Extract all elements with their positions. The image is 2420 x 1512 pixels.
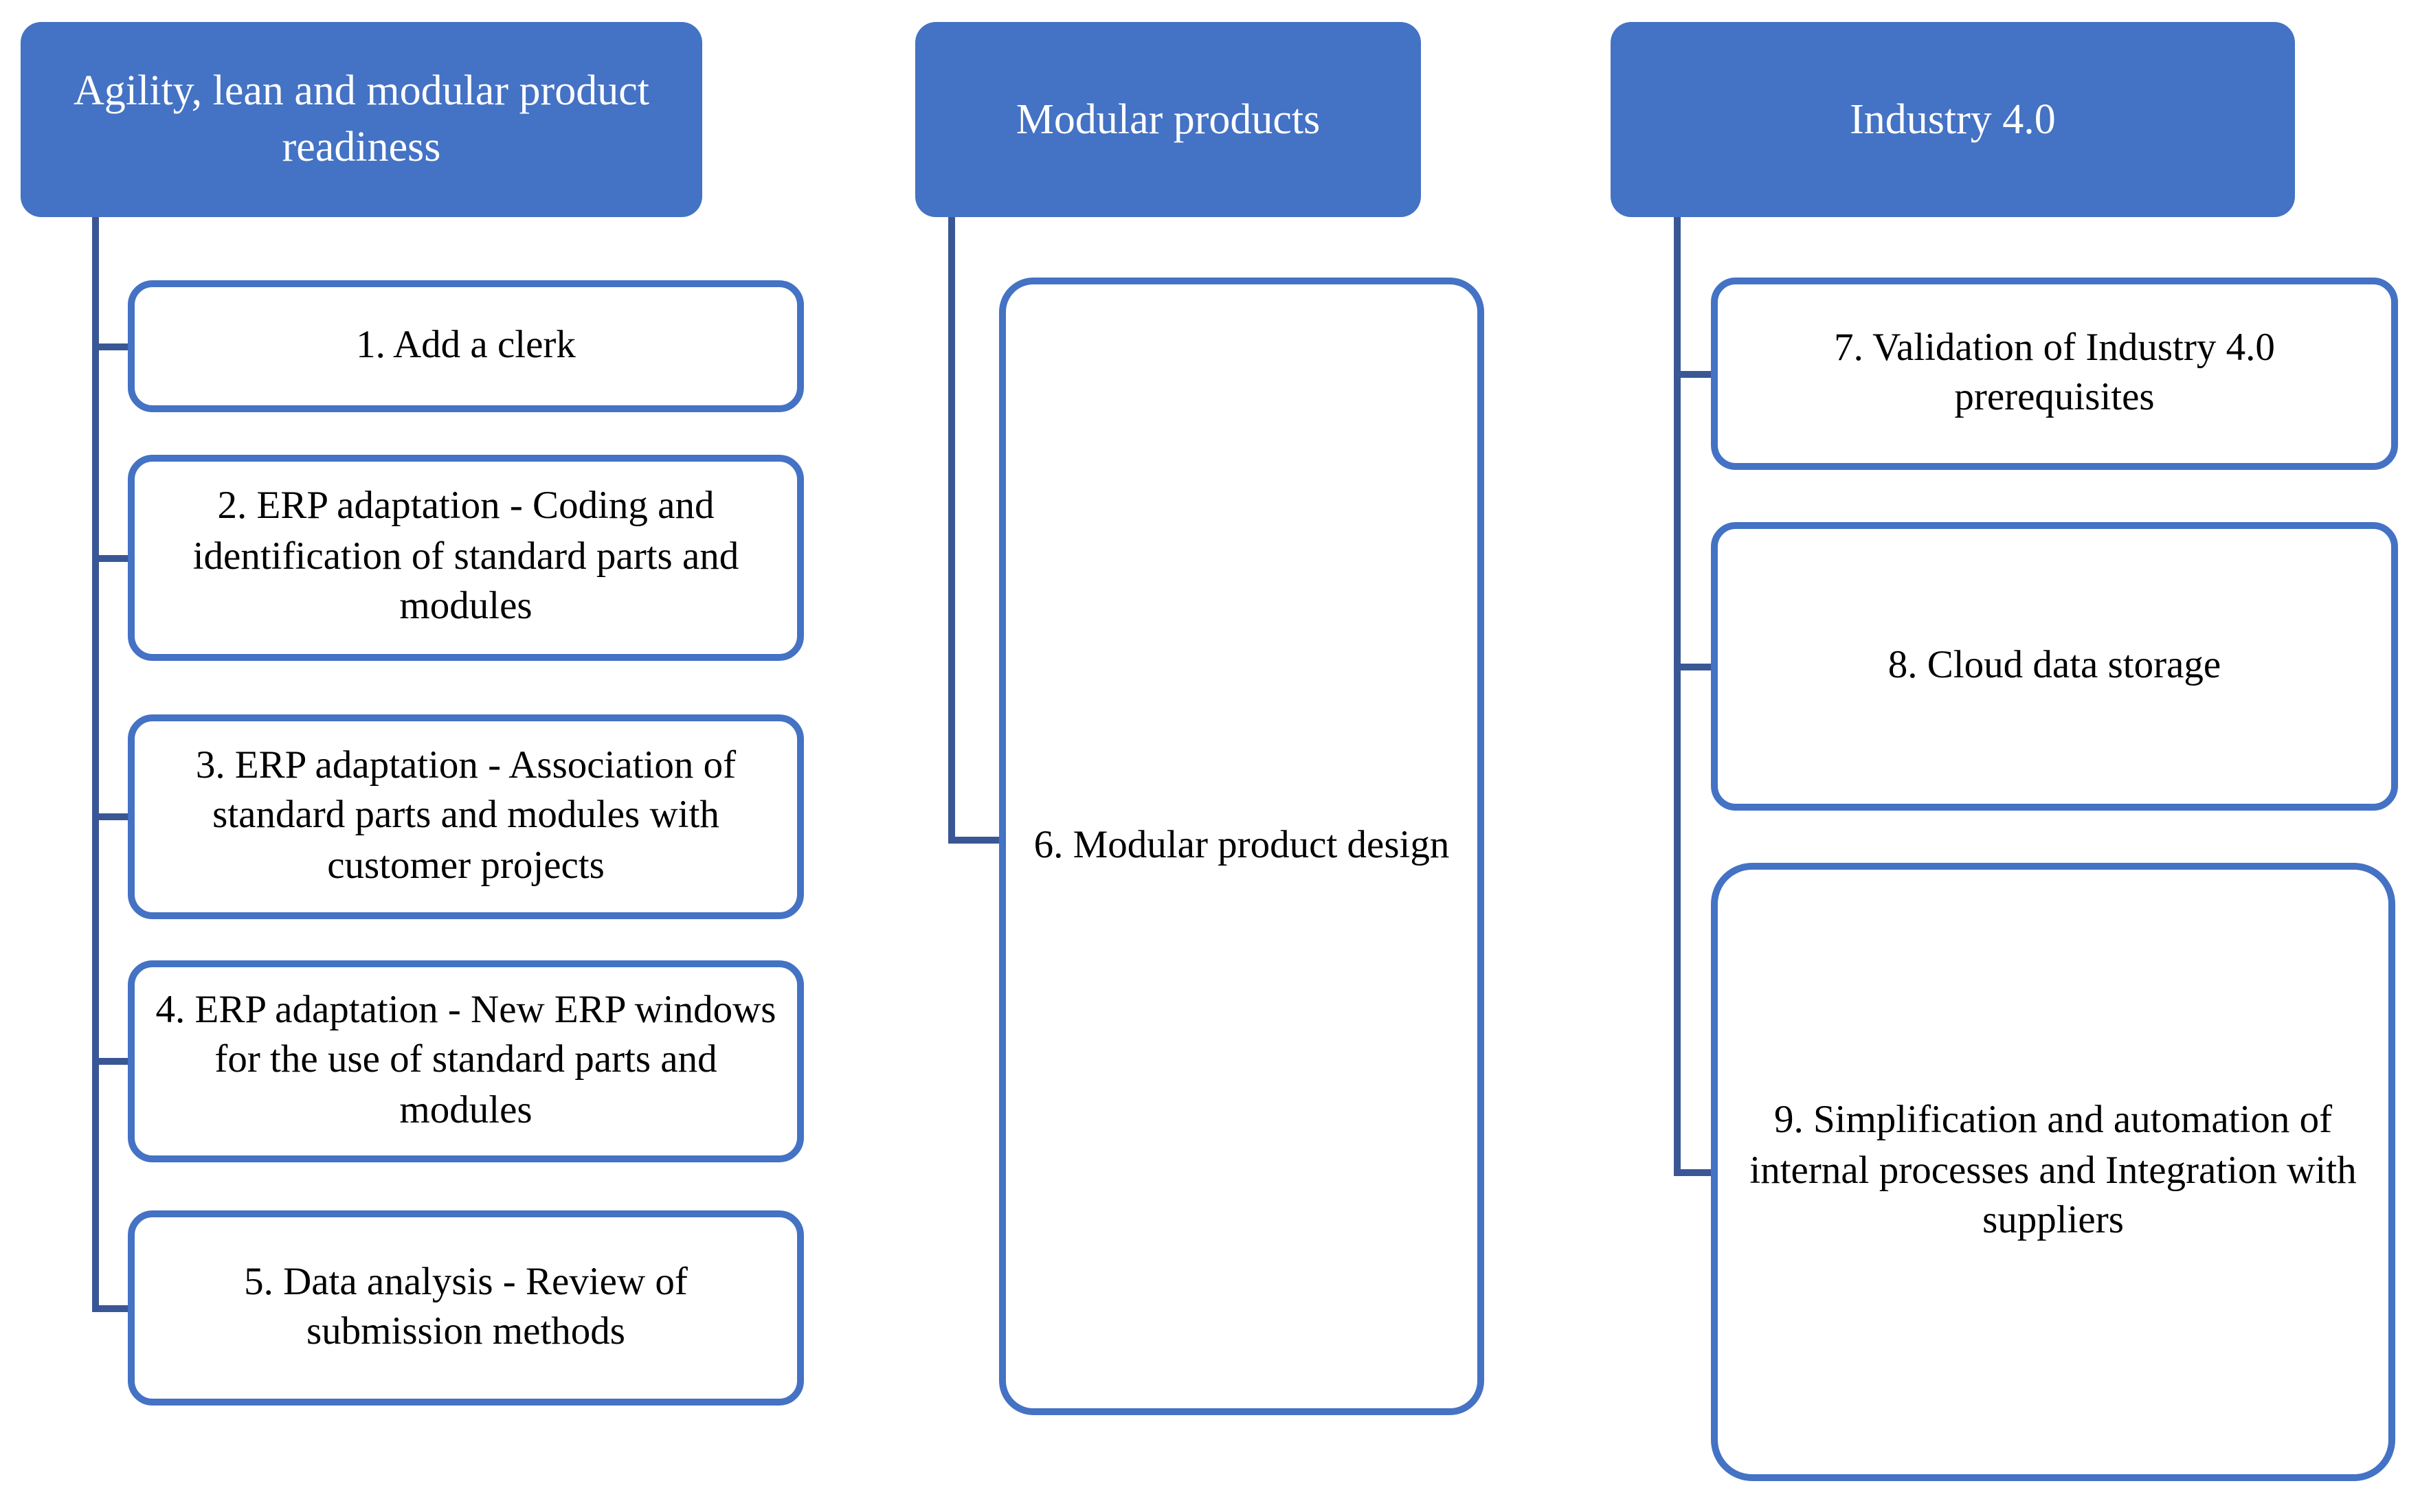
column-header-agility: Agility, lean and modular product readin… (21, 22, 702, 217)
step-box-8-cloud-data-storage: 8. Cloud data storage (1711, 522, 2398, 811)
connector-stub-box9 (1674, 1169, 1718, 1176)
connector-stub-box8 (1674, 664, 1718, 670)
connector-line-column1 (92, 217, 99, 1312)
connector-stub-box5 (92, 1305, 135, 1312)
step-box-1-add-a-clerk: 1. Add a clerk (128, 280, 804, 412)
step-box-9-simplification-automation: 9. Simplification and automation of inte… (1711, 863, 2395, 1481)
connector-line-column2 (948, 217, 955, 844)
connector-line-column3 (1674, 217, 1681, 1176)
connector-stub-box2 (92, 555, 135, 562)
connector-stub-box6 (948, 837, 1006, 844)
step-box-7-validation-prerequisites: 7. Validation of Industry 4.0 prerequisi… (1711, 278, 2398, 470)
connector-stub-box7 (1674, 371, 1718, 378)
step-box-4-erp-windows: 4. ERP adaptation - New ERP windows for … (128, 960, 804, 1162)
step-box-3-erp-association: 3. ERP adaptation - Association of stand… (128, 714, 804, 919)
step-box-2-erp-coding: 2. ERP adaptation - Coding and identific… (128, 455, 804, 661)
connector-stub-box4 (92, 1058, 135, 1065)
column-header-modular-products: Modular products (915, 22, 1421, 217)
step-box-5-data-analysis: 5. Data analysis - Review of submission … (128, 1210, 804, 1406)
connector-stub-box1 (92, 343, 135, 350)
step-box-6-modular-product-design: 6. Modular product design (999, 278, 1484, 1415)
connector-stub-box3 (92, 813, 135, 820)
column-header-industry-4-0: Industry 4.0 (1611, 22, 2295, 217)
